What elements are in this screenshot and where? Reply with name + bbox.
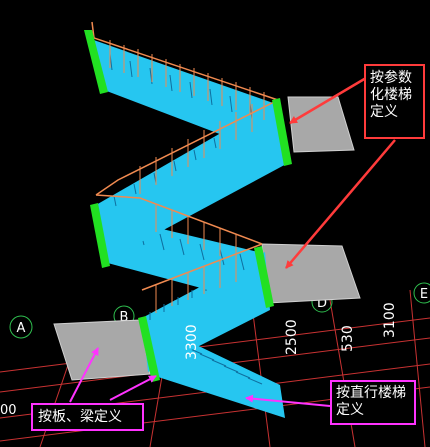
beam-ground (138, 316, 160, 382)
dimension-labels: 3300 2500 530 3100 (184, 302, 398, 360)
axis-label-d: D (317, 296, 327, 311)
landing-top-right (287, 96, 355, 153)
arrow-param-mid (285, 139, 396, 269)
axis-marker-a[interactable]: A (9, 315, 33, 339)
beam-top-right (272, 98, 292, 166)
beam-mid-right (254, 246, 274, 308)
callout-straight-stair: 按直行楼梯定义 (330, 380, 416, 425)
dim-3100: 3100 (382, 302, 398, 338)
axis-label-b: B (120, 310, 129, 325)
axis-label-a: A (17, 321, 26, 336)
callout-param-stair: 按参数化楼梯定义 (364, 64, 425, 139)
arrow-straight (245, 394, 331, 407)
dim-2500: 2500 (284, 319, 300, 355)
beam-mid-left (90, 203, 110, 268)
dim-530: 530 (340, 325, 356, 352)
callout-board-beam: 按板、梁定义 (31, 403, 144, 431)
arrow-board-2 (109, 375, 157, 401)
beam-top-left (84, 30, 108, 94)
beams (84, 30, 292, 382)
dim-edge-label: 00 (0, 403, 17, 418)
landing-ground (53, 319, 151, 381)
dim-3300: 3300 (184, 324, 200, 360)
axis-label-e: E (420, 287, 428, 302)
arrow-board-1 (69, 347, 99, 403)
annotation-arrows (69, 76, 396, 407)
arrow-param-top (289, 76, 367, 125)
landing-mid-right (261, 243, 361, 304)
axis-marker-e[interactable]: E (413, 282, 430, 304)
